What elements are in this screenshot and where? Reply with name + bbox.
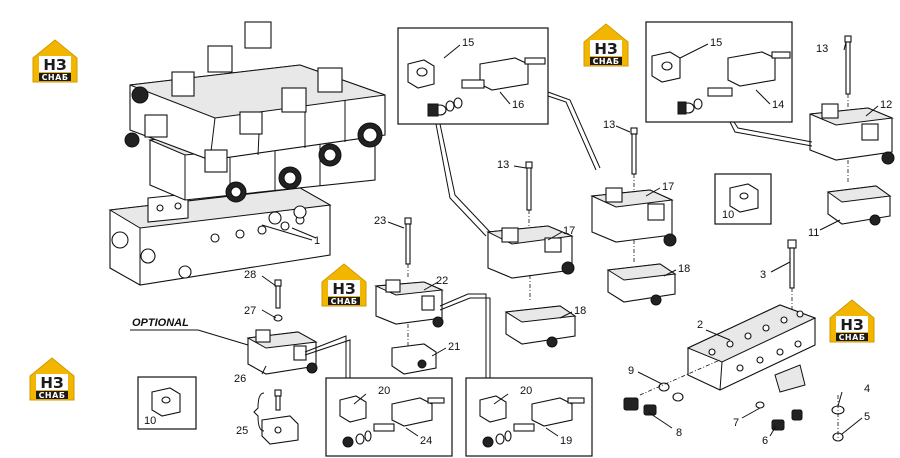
callout-14: 14 — [772, 99, 784, 111]
callout-23: 23 — [374, 215, 386, 227]
detail-box-coil-19 — [465, 377, 593, 457]
callout-10-left: 10 — [144, 415, 156, 427]
callout-20-left: 20 — [378, 385, 390, 397]
callout-13-center: 13 — [497, 159, 509, 171]
logo-bottom-text: СНАБ — [593, 57, 620, 66]
callout-16: 16 — [512, 99, 524, 111]
callout-13-right: 13 — [816, 43, 828, 55]
callout-3: 3 — [760, 269, 766, 281]
callout-11: 11 — [808, 227, 819, 239]
callout-18-center: 18 — [574, 305, 586, 317]
manifold-fittings — [623, 359, 845, 442]
detail-box-coil-14 — [645, 21, 793, 123]
callout-10-right: 10 — [722, 209, 734, 221]
logo-watermark-4: НЗ СНАБ — [829, 299, 875, 343]
callout-28: 28 — [244, 269, 256, 281]
callout-5: 5 — [864, 411, 870, 423]
valve-assembly-lower-center — [374, 217, 444, 375]
logo-top-text: НЗ — [332, 280, 355, 298]
callout-13-mid: 13 — [603, 119, 615, 131]
detail-box-coil-24 — [325, 377, 453, 457]
main-valve-bank — [108, 21, 386, 286]
logo-top-text: НЗ — [40, 374, 63, 392]
valve-assembly-center — [486, 161, 577, 348]
callout-leaders — [261, 41, 879, 437]
logo-watermark-1: НЗ СНАБ — [32, 39, 78, 83]
callout-2: 2 — [697, 319, 703, 331]
callout-18-right: 18 — [678, 263, 690, 275]
box-leader-lines — [304, 91, 813, 378]
sub-base-manifold — [686, 304, 817, 393]
logo-bottom-text: СНАБ — [839, 333, 866, 342]
logo-watermark-2: НЗ СНАБ — [583, 23, 629, 67]
callout-25: 25 — [236, 425, 248, 437]
callout-15-right: 15 — [710, 37, 722, 49]
logo-top-text: НЗ — [43, 56, 66, 74]
callout-17-right: 17 — [662, 181, 674, 193]
bracket-25 — [253, 389, 299, 445]
callout-15-left: 15 — [462, 37, 474, 49]
optional-label: OPTIONAL — [132, 317, 189, 329]
callout-7: 7 — [733, 417, 739, 429]
callout-19: 19 — [560, 435, 572, 447]
logo-watermark-3: НЗ СНАБ — [321, 263, 367, 307]
callout-24: 24 — [420, 435, 432, 447]
callout-1: 1 — [314, 235, 320, 247]
callout-17-center: 17 — [563, 225, 575, 237]
callout-12: 12 — [880, 99, 892, 111]
callout-21: 21 — [448, 341, 460, 353]
callout-27: 27 — [244, 305, 256, 317]
callout-8: 8 — [676, 427, 682, 439]
callout-26: 26 — [234, 373, 246, 385]
logo-watermark-5: НЗ СНАБ — [29, 357, 75, 401]
callout-labels: 1 2 3 4 5 6 7 8 9 10 10 11 12 13 13 13 1… — [132, 37, 892, 447]
callout-20-right: 20 — [520, 385, 532, 397]
logo-bottom-text: СНАБ — [331, 297, 358, 306]
logo-bottom-text: СНАБ — [39, 391, 66, 400]
logo-top-text: НЗ — [594, 40, 617, 58]
logo-bottom-text: СНАБ — [42, 73, 69, 82]
bolt-3 — [787, 239, 797, 310]
callout-22: 22 — [436, 275, 448, 287]
callout-4: 4 — [864, 383, 870, 395]
detail-box-coil-16 — [397, 27, 549, 125]
callout-9: 9 — [628, 365, 634, 377]
valve-assembly-far-right — [809, 35, 895, 226]
logo-top-text: НЗ — [840, 316, 863, 334]
detail-box-connector-left — [137, 376, 197, 430]
valve-assembly-right — [590, 127, 677, 306]
detail-box-connector-right — [714, 173, 772, 225]
callout-6: 6 — [762, 435, 768, 447]
valve-assembly-left-lower — [246, 279, 318, 375]
